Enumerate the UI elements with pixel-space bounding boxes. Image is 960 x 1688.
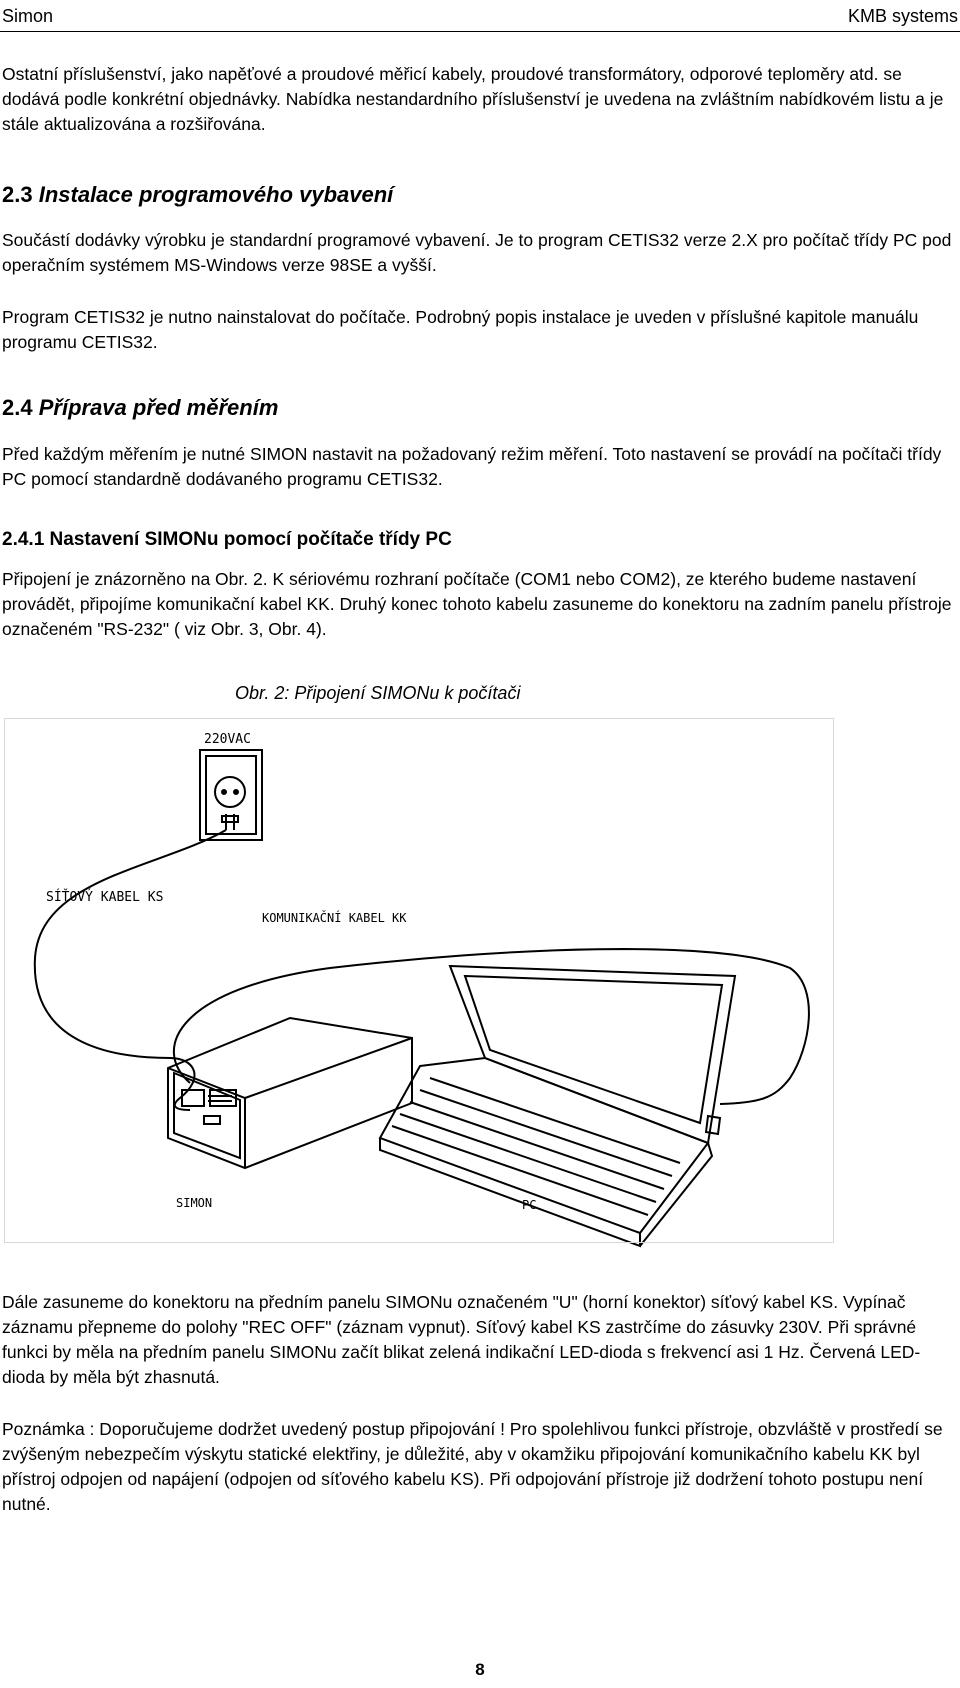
wall-outlet-icon	[199, 749, 263, 841]
header-left: Simon	[2, 6, 54, 26]
intro-paragraph: Ostatní příslušenství, jako napěťové a p…	[2, 64, 944, 134]
page-header: Simon KMB systems	[0, 2, 960, 32]
heading-2-3: 2.3 Instalace programového vybavení	[2, 182, 393, 208]
heading-number: 2.4	[2, 395, 33, 420]
heading-title: Příprava před měřením	[38, 395, 279, 420]
figure-frame	[4, 718, 834, 1243]
paragraph-2-4: Před každým měřením je nutné SIMON nasta…	[2, 444, 942, 489]
connection-figure: 220VAC SÍŤOVÝ KABEL KS SIMON KOMUNIK	[0, 718, 960, 1248]
paragraph-after-a: Dále zasuneme do konektoru na předním pa…	[2, 1292, 921, 1387]
communication-cable-label: KOMUNIKAČNÍ KABEL KK	[262, 910, 407, 925]
power-cable-label: SÍŤOVÝ KABEL KS	[46, 889, 163, 905]
power-cable-ks	[33, 829, 227, 1111]
heading-2-4-1: 2.4.1 Nastavení SIMONu pomocí počítače t…	[2, 529, 452, 550]
simon-label: SIMON	[176, 1196, 212, 1210]
paragraph-2-4-1: Připojení je znázorněno na Obr. 2. K sér…	[2, 569, 952, 639]
connection-diagram: 220VAC SÍŤOVÝ KABEL KS SIMON KOMUNIK	[33, 732, 810, 1248]
heading-number: 2.3	[2, 182, 33, 207]
power-label: 220VAC	[204, 732, 251, 747]
laptop-pc-icon	[378, 964, 737, 1248]
heading-title: Instalace programového vybavení	[38, 182, 394, 207]
figure-caption: Obr. 2: Připojení SIMONu k počítači	[235, 683, 521, 703]
note-paragraph: Poznámka : Doporučujeme dodržet uvedený …	[2, 1419, 943, 1514]
page-number: 8	[475, 1660, 485, 1679]
pc-label: PC	[522, 1198, 536, 1212]
header-right: KMB systems	[847, 6, 958, 26]
heading-2-4: 2.4 Příprava před měřením	[2, 395, 278, 421]
paragraph-2-3-a: Součástí dodávky výrobku je standardní p…	[2, 230, 952, 275]
communication-cable-kk	[173, 948, 810, 1105]
paragraph-2-3-b: Program CETIS32 je nutno nainstalovat do…	[2, 307, 919, 352]
